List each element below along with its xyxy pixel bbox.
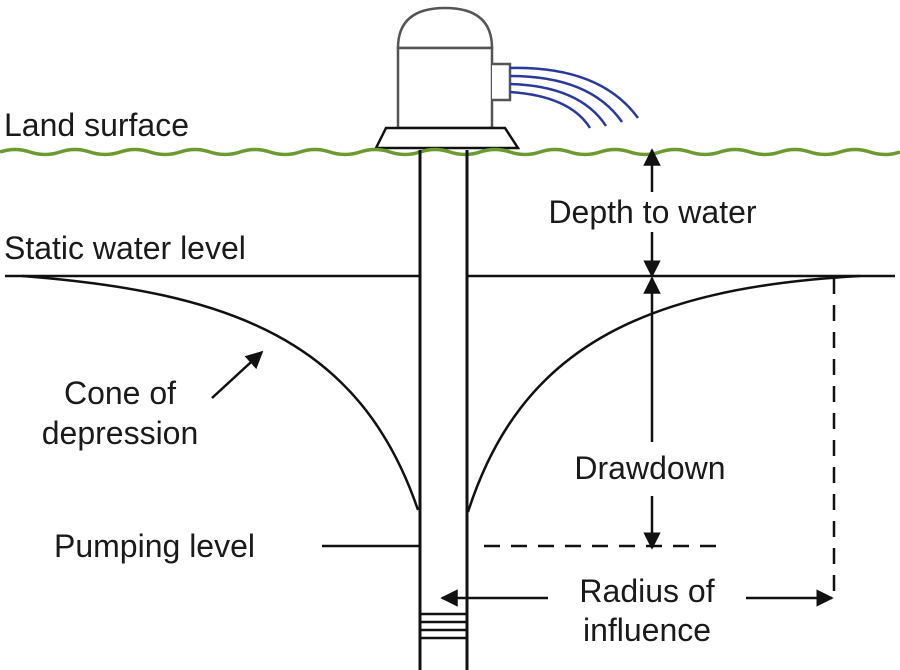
- cone-of-depression-label-line2: depression: [41, 415, 199, 451]
- cone-of-depression-curve: [21, 274, 861, 513]
- radius-of-influence-label-line1: Radius of: [579, 573, 715, 609]
- static-water-level-label: Static water level: [4, 230, 246, 266]
- cone-of-depression-label-line1: Cone of: [63, 375, 177, 411]
- water-discharge-icon: [509, 66, 640, 129]
- land-surface-label: Land surface: [4, 107, 190, 143]
- pump-icon: [373, 6, 521, 150]
- radius-of-influence-label-line2: influence: [582, 612, 712, 648]
- well-casing: [418, 150, 469, 670]
- depth-to-water-label: Depth to water: [548, 194, 757, 230]
- pumping-level-label: Pumping level: [54, 528, 255, 564]
- cone-pointer-arrow: [211, 350, 264, 399]
- drawdown-label: Drawdown: [574, 450, 726, 486]
- well-screen: [420, 612, 467, 640]
- land-surface-line: [0, 147, 900, 157]
